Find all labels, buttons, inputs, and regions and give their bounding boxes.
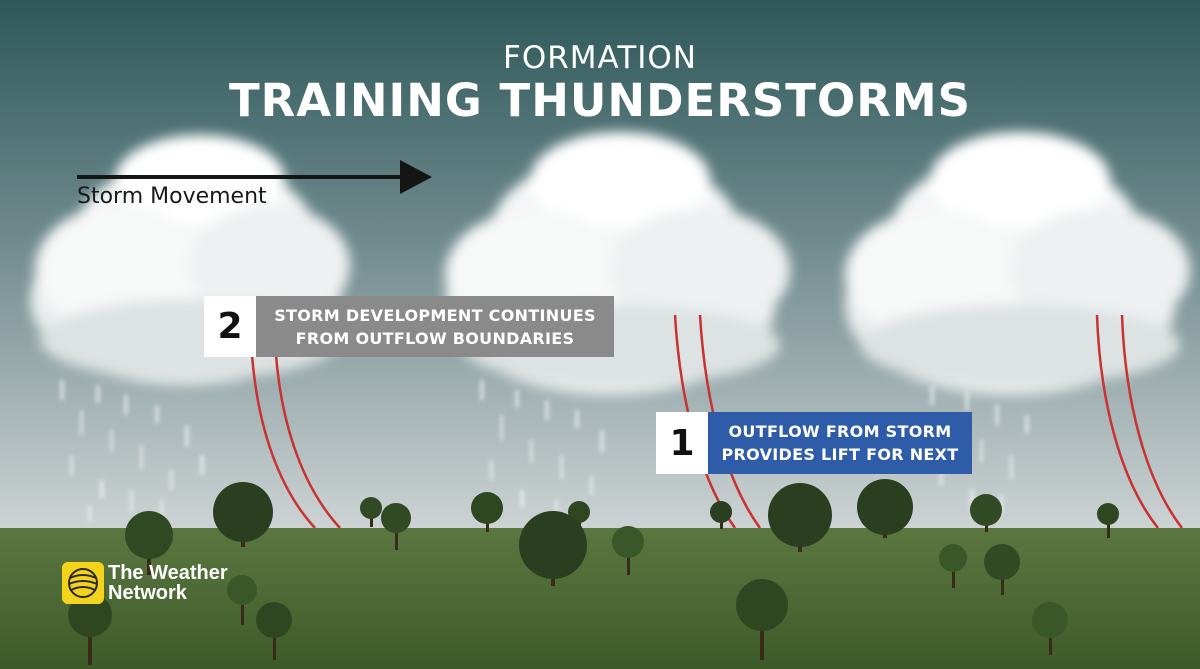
callout-step-2-line1: STORM DEVELOPMENT CONTINUES (274, 305, 596, 325)
callout-step-2: 2 STORM DEVELOPMENT CONTINUES FROM OUTFL… (204, 296, 614, 357)
trees (68, 479, 1119, 665)
outflow-lines-3 (1095, 314, 1183, 529)
callout-step-2-line2: FROM OUTFLOW BOUNDARIES (295, 328, 575, 348)
rain-shaft-1 (60, 380, 204, 521)
diagram-title: TRAINING THUNDERSTORMS (228, 74, 972, 127)
callout-step-1-number: 1 (656, 412, 708, 474)
storm-movement-arrow (77, 160, 432, 194)
callout-step-1: 1 OUTFLOW FROM STORM PROVIDES LIFT FOR N… (656, 412, 972, 474)
callout-step-2-text: STORM DEVELOPMENT CONTINUES FROM OUTFLOW… (256, 296, 614, 357)
logo-wordmark: The Weather Network (108, 563, 228, 603)
diagram-subtitle: FORMATION (503, 40, 697, 76)
outflow-lines-1 (250, 354, 341, 529)
callout-step-1-text: OUTFLOW FROM STORM PROVIDES LIFT FOR NEX… (708, 412, 972, 474)
logo-line-1: The Weather (108, 562, 228, 584)
globe-icon (62, 562, 104, 604)
storm-movement-label: Storm Movement (77, 184, 267, 209)
weather-network-logo: The Weather Network (62, 562, 228, 604)
callout-step-1-line2: PROVIDES LIFT FOR NEXT (721, 445, 959, 464)
rain-shaft-2 (480, 380, 604, 518)
callout-step-1-line1: OUTFLOW FROM STORM (728, 422, 952, 441)
logo-line-2: Network (108, 582, 187, 604)
callout-step-2-number: 2 (204, 296, 256, 357)
